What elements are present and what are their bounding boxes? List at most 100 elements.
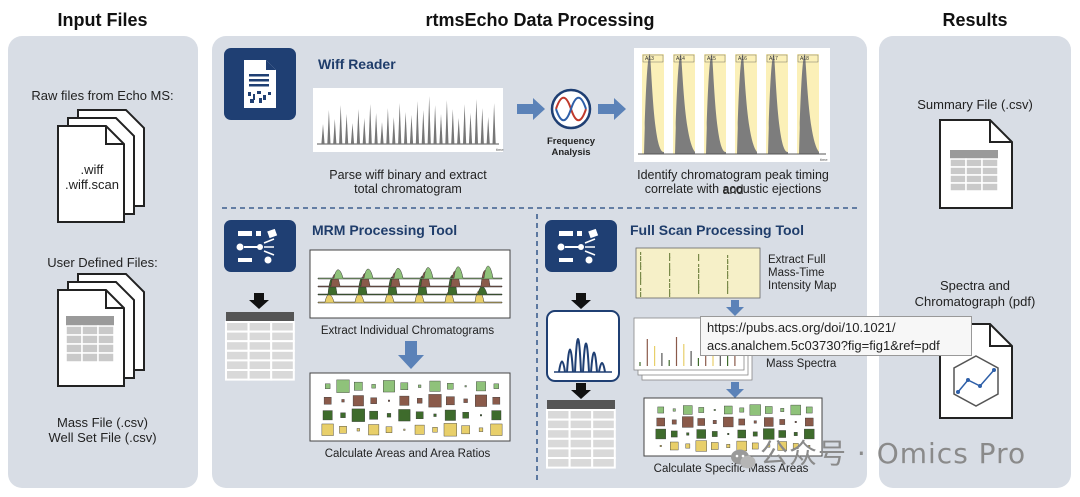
peak-label: A14 — [676, 56, 685, 62]
area-square — [340, 412, 346, 418]
intensity-mark — [727, 275, 729, 279]
spectrum-peak — [598, 362, 606, 373]
area-square — [671, 419, 677, 425]
area-square — [414, 424, 425, 435]
chromatogram-spike — [457, 118, 461, 144]
full-scan-table-icon — [546, 400, 616, 469]
area-square — [322, 410, 333, 421]
area-square — [490, 423, 503, 436]
intensity-mark — [698, 268, 700, 273]
area-square — [738, 418, 746, 426]
chromatogram-spike — [415, 101, 419, 144]
well-set-file-label: Well Set File (.csv) — [48, 430, 157, 445]
table-cell — [247, 369, 273, 381]
chromatogram-spike — [468, 113, 473, 144]
table-cell — [591, 457, 616, 469]
area-square — [443, 423, 457, 437]
user-file-stack-icon — [57, 273, 145, 387]
area-square — [492, 396, 501, 405]
table-cell — [225, 330, 250, 343]
spectrum-peak — [574, 338, 582, 373]
area-square — [432, 427, 438, 433]
area-square — [685, 443, 691, 449]
intensity-mark — [727, 259, 729, 264]
area-square — [655, 428, 666, 440]
wechat-icon — [730, 444, 756, 469]
intensity-mark — [669, 257, 671, 261]
peak-label-box — [704, 54, 726, 63]
area-square — [446, 396, 455, 406]
intensity-mark — [698, 254, 700, 258]
area-square — [778, 430, 786, 438]
area-square — [753, 420, 757, 424]
total-chromatogram-plot: time — [313, 88, 504, 152]
intensity-mark — [669, 273, 671, 276]
arrow-down-blue-icon-3 — [726, 382, 744, 398]
spectrum-peak — [590, 351, 598, 373]
intensity-mark — [669, 283, 671, 288]
chromatogram-spike — [486, 117, 490, 144]
table-cell — [270, 330, 295, 343]
spectrum-peaks-icon — [546, 310, 620, 382]
vertical-divider — [536, 214, 538, 484]
table-cell — [270, 359, 295, 372]
table-cell — [225, 369, 250, 381]
area-square — [429, 380, 441, 392]
intensity-mark — [698, 274, 700, 279]
watermark-text: 公众号 · Omics Pro — [760, 437, 1027, 470]
raw-file-wiff-scan: .wiff.scan — [65, 177, 119, 192]
tooltip-line-1: https://pubs.acs.org/doi/10.1021/ — [707, 320, 896, 335]
area-square — [418, 384, 422, 388]
area-square — [656, 417, 665, 427]
chromatogram-spike — [345, 114, 349, 144]
area-square — [462, 412, 469, 419]
intensity-mark — [640, 292, 642, 297]
area-square — [777, 441, 787, 451]
results-title: Results — [942, 10, 1008, 30]
full-scan-area-grid — [643, 397, 823, 457]
intensity-mark — [698, 284, 700, 288]
area-square — [672, 408, 676, 412]
chromatogram-spike — [463, 104, 467, 144]
arrow-right-icon — [517, 98, 545, 120]
mrm-table-icon — [225, 312, 295, 381]
table-cell — [546, 418, 571, 431]
intensity-mark — [727, 287, 729, 291]
spectrum-peak — [582, 342, 590, 373]
arrow-down-blue-icon-2 — [726, 300, 744, 316]
intensity-mark — [727, 255, 729, 258]
area-square — [341, 399, 345, 403]
chromatogram-spike — [433, 105, 437, 144]
area-square — [398, 409, 411, 422]
area-square — [369, 410, 378, 420]
intensity-mark — [640, 282, 642, 285]
area-square — [780, 408, 785, 412]
area-square — [428, 394, 442, 408]
area-square — [698, 407, 705, 413]
full-scan-title: Full Scan Processing Tool — [630, 222, 804, 238]
area-square — [726, 444, 731, 448]
intensity-mark — [727, 265, 729, 270]
table-cell — [546, 409, 571, 421]
intensity-mark — [698, 258, 700, 261]
table-cell — [568, 437, 594, 450]
peak-label-box — [766, 54, 788, 63]
intensity-mark — [698, 286, 700, 291]
area-square — [752, 431, 758, 437]
mrm-tool-icon — [224, 220, 296, 272]
table-cell — [225, 359, 250, 372]
area-square — [727, 433, 730, 435]
area-square — [370, 397, 377, 404]
chromatogram-spike — [445, 100, 449, 144]
chromatogram-peak — [675, 54, 695, 154]
arrow-down-icon-2 — [571, 293, 591, 309]
intensity-mark — [640, 276, 642, 279]
wiff-caption-1b: total chromatogram — [354, 182, 462, 196]
area-square — [433, 413, 437, 417]
intensity-mark — [640, 278, 642, 282]
intensity-mark — [640, 266, 642, 270]
table-cell — [247, 340, 273, 352]
area-square — [739, 407, 745, 413]
area-square — [444, 409, 456, 421]
intensity-mark — [669, 293, 671, 297]
